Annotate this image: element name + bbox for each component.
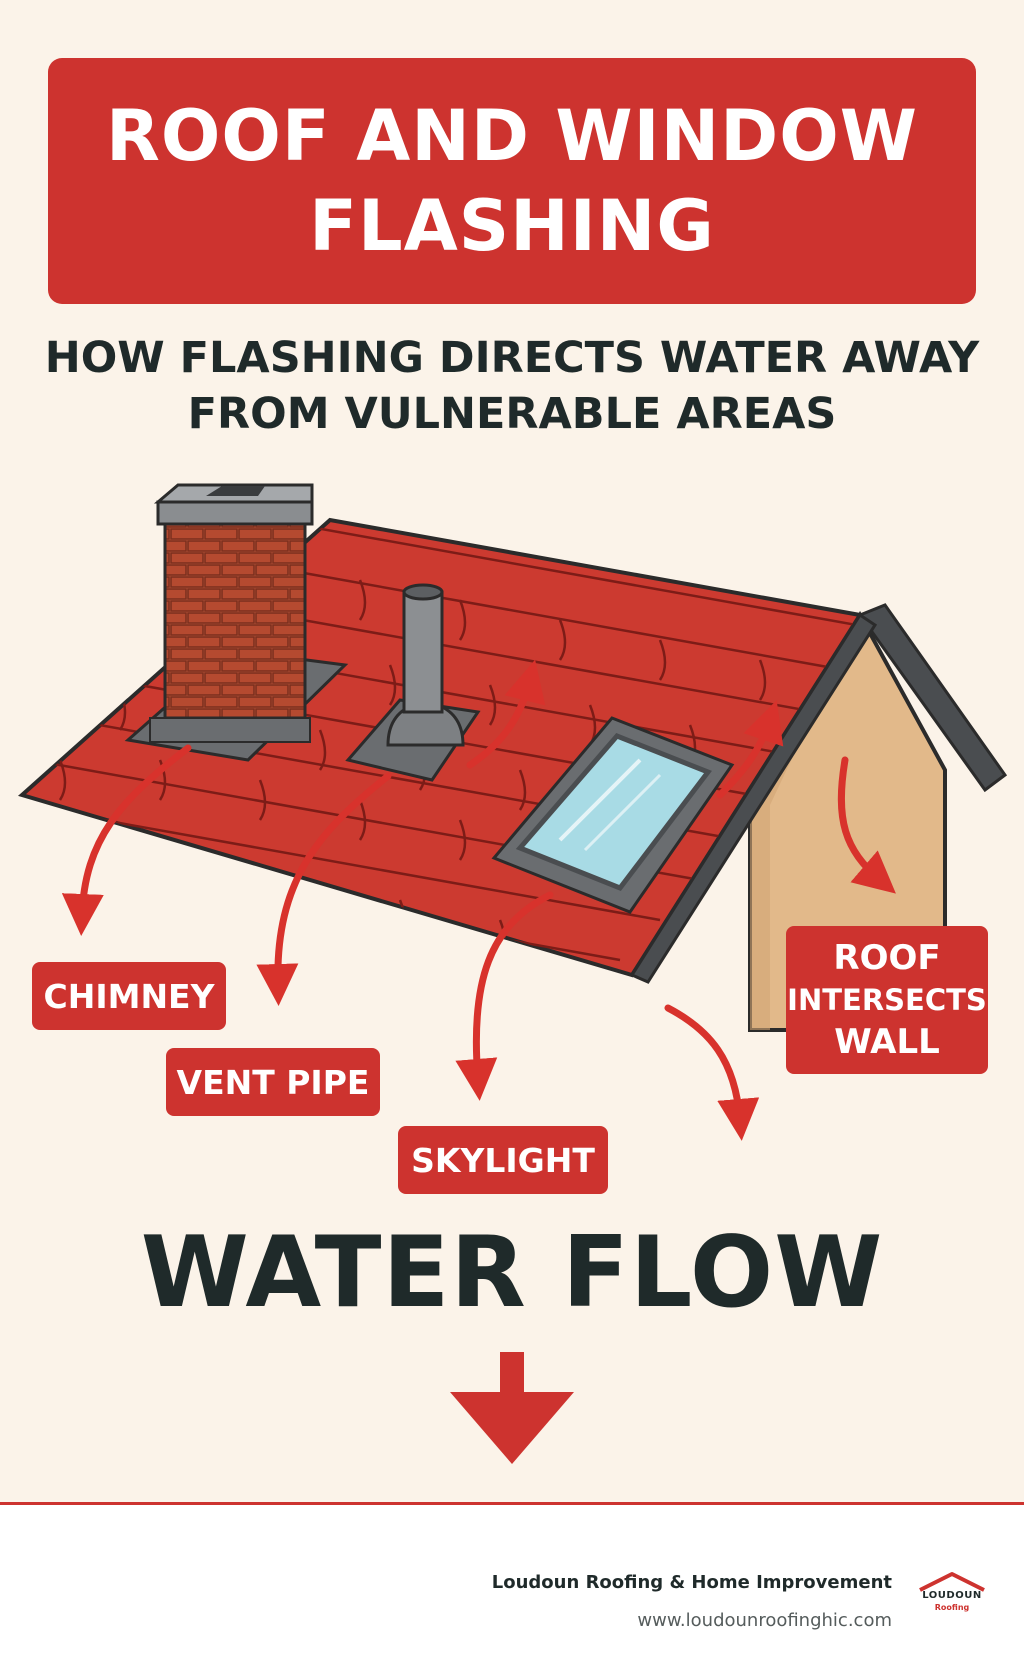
chimney [124,483,349,762]
label-wall-line-2: INTERSECTS [787,983,987,1017]
footer-divider [0,1502,1024,1505]
vent-pipe [345,583,481,782]
skylight [491,716,735,914]
arrow-eave [664,1004,760,1141]
company-logo: LOUDOUN Roofing [916,1570,988,1626]
label-vent-pipe: VENT PIPE [166,1048,380,1116]
arrow-skylight [455,891,554,1101]
subtitle: HOW FLASHING DIRECTS WATER AWAY FROM VUL… [40,330,984,442]
arrow-vent [256,772,392,1006]
label-wall-line-1: ROOF [833,938,941,978]
website-link[interactable]: www.loudounroofinghic.com [637,1610,892,1631]
down-arrow-icon [450,1352,574,1464]
arrow-vent-up [466,659,546,769]
title-banner: ROOF AND WINDOW FLASHING [48,58,976,304]
water-flow-arrows [61,659,896,1141]
logo-roof-icon [919,1572,985,1592]
water-flow-heading: WATER FLOW [140,1216,884,1330]
company-name: Loudoun Roofing & Home Improvement [491,1572,892,1593]
subtitle-line-1: HOW FLASHING DIRECTS WATER AWAY [44,333,980,383]
title-line-1: ROOF AND WINDOW [105,95,918,177]
logo-sub: Roofing [934,1603,970,1612]
label-chimney: CHIMNEY [32,962,226,1030]
arrow-chimney [61,744,192,936]
label-wall-line-3: WALL [834,1022,940,1062]
title-line-2: FLASHING [309,185,715,267]
arrow-wall [837,756,896,894]
arrow-skylight-up [716,700,784,799]
label-roof-intersects-wall: ROOF INTERSECTS WALL [786,926,988,1074]
logo-name: LOUDOUN [922,1590,982,1601]
subtitle-line-2: FROM VULNERABLE AREAS [187,389,837,439]
footer [0,1505,1024,1666]
roof-diagram [17,483,1008,1141]
label-skylight: SKYLIGHT [398,1126,608,1194]
